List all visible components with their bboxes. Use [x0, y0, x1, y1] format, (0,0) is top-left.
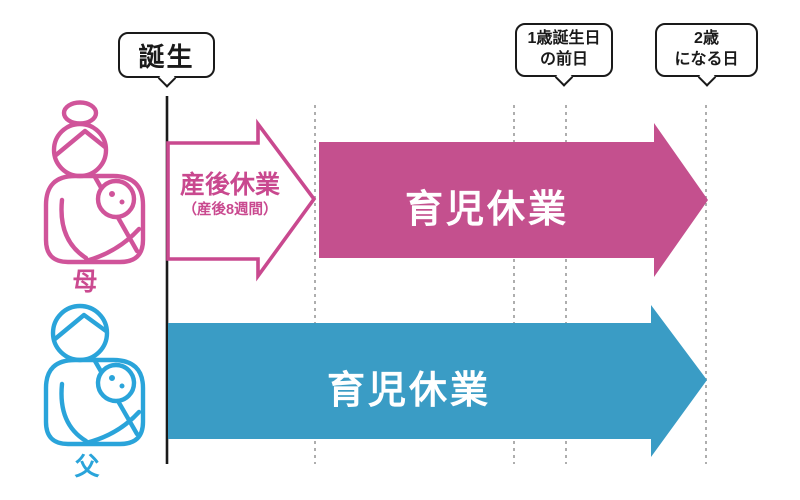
- first-birthday-eve-callout-line2: の前日: [539, 51, 588, 68]
- birth-callout-label: 誕生: [138, 41, 195, 72]
- mother-baby-sling-lower: [83, 226, 142, 264]
- mother-arm: [59, 197, 89, 261]
- mother-childcare-leave-label: 育児休業: [404, 189, 569, 231]
- father-body: [43, 357, 146, 447]
- second-birthday-callout: 2歳 になる日: [655, 23, 758, 87]
- mother-icon: [43, 100, 146, 265]
- mother-postnatal-leave-label-group: 産後休業 （産後8週間）: [160, 171, 300, 218]
- mother-postnatal-leave-sublabel: （産後8週間）: [182, 201, 278, 218]
- father-childcare-leave-arrow: [168, 305, 707, 457]
- father-childcare-leave-label: 育児休業: [326, 370, 491, 412]
- mother-label: 母: [72, 268, 98, 296]
- first-birthday-eve-callout-line1: 1歳誕生日: [527, 30, 601, 48]
- birth-callout: 誕生: [118, 32, 215, 88]
- father-bangs: [52, 312, 109, 342]
- second-birthday-callout-line2: になる日: [674, 51, 739, 68]
- mother-body: [43, 173, 146, 265]
- mother-baby-eye: [119, 199, 125, 205]
- mother-baby-eye: [109, 191, 115, 197]
- mother-bangs: [53, 128, 108, 158]
- mother-hair-bun: [61, 100, 99, 126]
- second-birthday-callout-line1: 2歳: [694, 30, 719, 48]
- father-baby-sling-lower: [83, 409, 142, 446]
- first-birthday-eve-callout: 1歳誕生日 の前日: [515, 23, 613, 87]
- mother-baby-face: [95, 178, 137, 220]
- father-baby-eye: [119, 383, 125, 389]
- mother-childcare-leave-arrow: [319, 123, 708, 277]
- father-arm: [59, 381, 89, 444]
- mother-postnatal-leave-arrow: [166, 118, 317, 282]
- father-label: 父: [74, 453, 100, 481]
- father-baby-face: [95, 362, 137, 404]
- mother-postnatal-leave-label: 産後休業: [179, 171, 280, 199]
- father-baby-eye: [109, 375, 115, 381]
- father-icon: [43, 303, 146, 447]
